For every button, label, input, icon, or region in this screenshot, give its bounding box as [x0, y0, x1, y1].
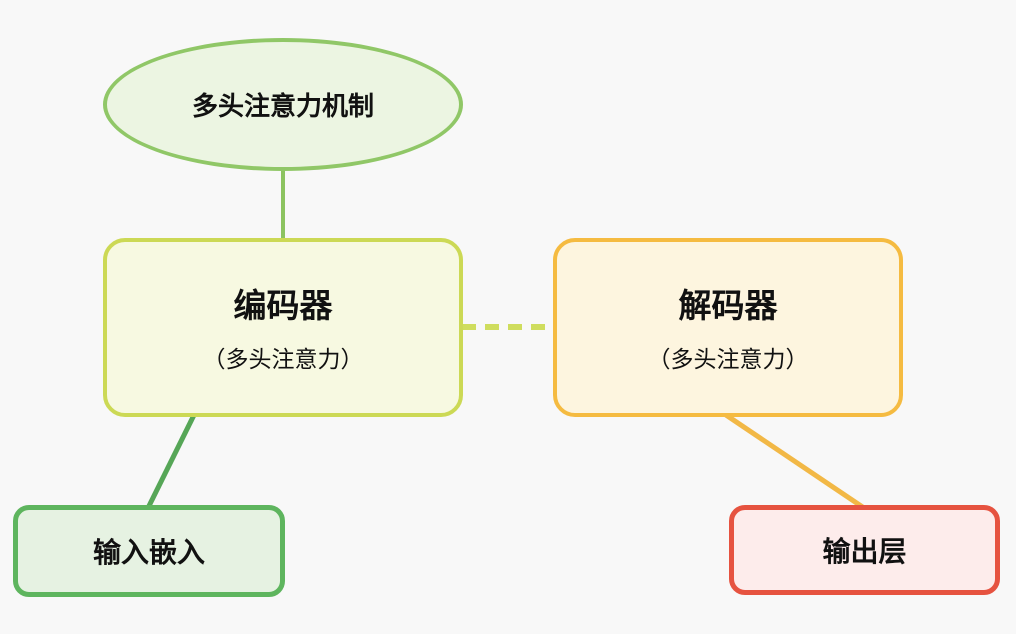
- node-input-embedding: 输入嵌入: [13, 505, 285, 597]
- node-output-layer: 输出层: [729, 505, 1000, 595]
- node-encoder-title: 编码器: [233, 286, 333, 324]
- node-encoder: 编码器 （多头注意力）: [103, 238, 463, 417]
- node-decoder-title: 解码器: [678, 286, 778, 324]
- node-input-embedding-label: 输入嵌入: [92, 537, 205, 568]
- node-attention-mechanism: 多头注意力机制: [103, 38, 463, 171]
- node-decoder-subtitle: （多头注意力）: [647, 345, 809, 372]
- edge-encoder-to-input-embedding: [145, 413, 197, 510]
- node-output-layer-label: 输出层: [822, 536, 907, 567]
- edge-decoder-to-output-layer: [724, 412, 866, 511]
- node-attention-mechanism-label: 多头注意力机制: [191, 91, 374, 121]
- node-decoder: 解码器 （多头注意力）: [553, 238, 903, 417]
- node-encoder-subtitle: （多头注意力）: [202, 345, 364, 372]
